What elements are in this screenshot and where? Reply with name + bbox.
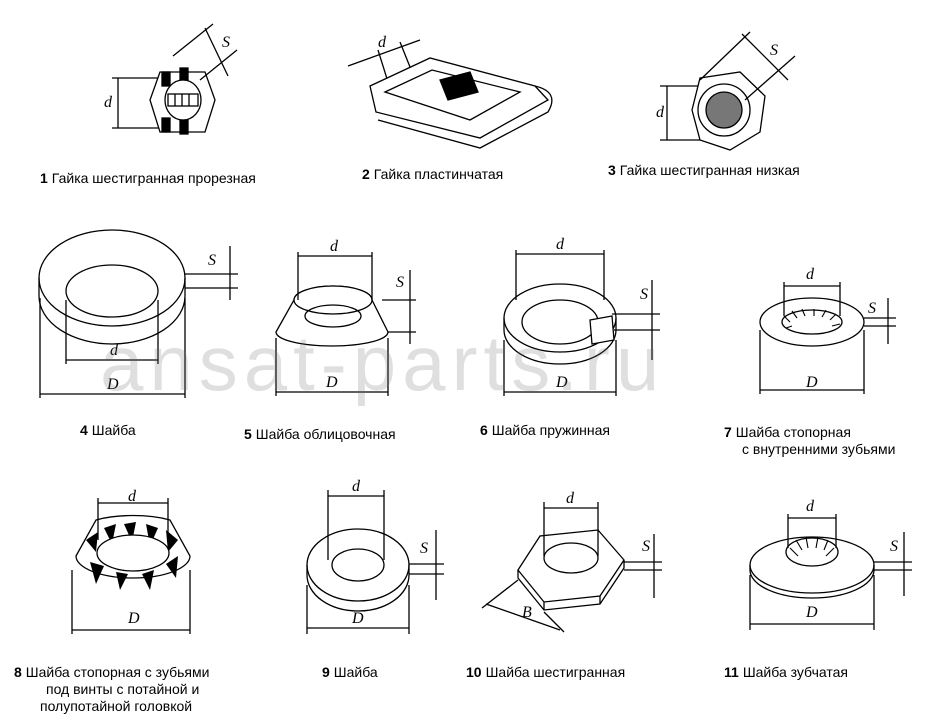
washer-9-drawing (306, 490, 444, 634)
caption-number: 8 (14, 664, 22, 680)
dim-D-8: D (128, 610, 140, 627)
caption-number: 10 (466, 664, 482, 680)
caption-number: 7 (724, 424, 732, 440)
watermark: ansat-parts.ru (100, 319, 666, 407)
caption-text: Шайба шестигранная (485, 664, 626, 680)
washer-4-drawing (38, 229, 238, 398)
dim-d-4: d (110, 342, 118, 359)
internal-tooth-washer-drawing (759, 282, 896, 394)
dim-d-2: d (378, 34, 386, 51)
dim-d-3: d (656, 104, 664, 121)
low-hex-nut-drawing (660, 31, 796, 151)
caption-number: 2 (362, 166, 370, 182)
caption-text: Шайба облицовочная (255, 426, 396, 442)
dim-s-4: S (208, 252, 216, 269)
dim-d-5: d (330, 238, 338, 255)
caption-number: 1 (40, 170, 48, 186)
dim-D-5: D (326, 374, 338, 391)
dim-D-7: D (806, 374, 818, 391)
plate-nut-drawing (347, 39, 553, 149)
caption-number: 11 (724, 664, 739, 680)
facing-washer-drawing (275, 252, 416, 396)
caption-number: 6 (480, 422, 488, 438)
dim-s-9: S (420, 540, 428, 557)
caption-text: Шайба (333, 664, 378, 680)
dim-s-1: S (222, 34, 230, 51)
dim-D-4: D (107, 376, 119, 393)
dim-b-10: B (522, 604, 532, 621)
caption-number: 5 (244, 426, 252, 442)
caption-text: Гайка шестигранная прорезная (51, 170, 256, 186)
caption-text: Шайба зубчатая (742, 664, 848, 680)
caption-text-line2: с внутренними зубьями (742, 441, 896, 457)
caption-text: Гайка пластинчатая (373, 166, 504, 182)
caption-text: Шайба стопорная (735, 424, 851, 440)
dim-s-7: S (868, 300, 876, 317)
caption-text: Шайба стопорная с зубьями (25, 664, 210, 680)
caption-text: Гайка шестигранная низкая (619, 162, 800, 178)
dim-d-8: d (128, 488, 136, 505)
dim-s-6: S (640, 286, 648, 303)
caption-number: 4 (80, 422, 88, 438)
caption-text-line2: под винты с потайной и (46, 681, 200, 697)
dim-d-10: d (566, 490, 574, 507)
dim-d-7: d (806, 266, 814, 283)
caption-text: Шайба пружинная (491, 422, 610, 438)
dim-s-3: S (770, 42, 778, 59)
dim-D-6: D (556, 374, 568, 391)
toothed-washer-drawing (749, 514, 912, 630)
countersunk-tooth-washer-drawing (71, 498, 191, 634)
castle-nut-drawing (112, 23, 238, 135)
dim-D-11: D (806, 604, 818, 621)
caption-text-line3: полупотайной головкой (40, 698, 193, 714)
dim-d-6: d (556, 236, 564, 253)
hex-washer-drawing (481, 502, 662, 633)
dim-d-11: d (806, 498, 814, 515)
dim-d-9: d (352, 478, 360, 495)
dim-s-5: S (396, 274, 404, 291)
caption-number: 3 (608, 162, 616, 178)
caption-number: 9 (322, 664, 330, 680)
dim-D-9: D (352, 610, 364, 627)
caption-text: Шайба (91, 422, 136, 438)
dim-s-10: S (642, 538, 650, 555)
spring-washer-drawing (503, 250, 660, 396)
dim-s-11: S (890, 538, 898, 555)
dim-d-1: d (104, 94, 112, 111)
